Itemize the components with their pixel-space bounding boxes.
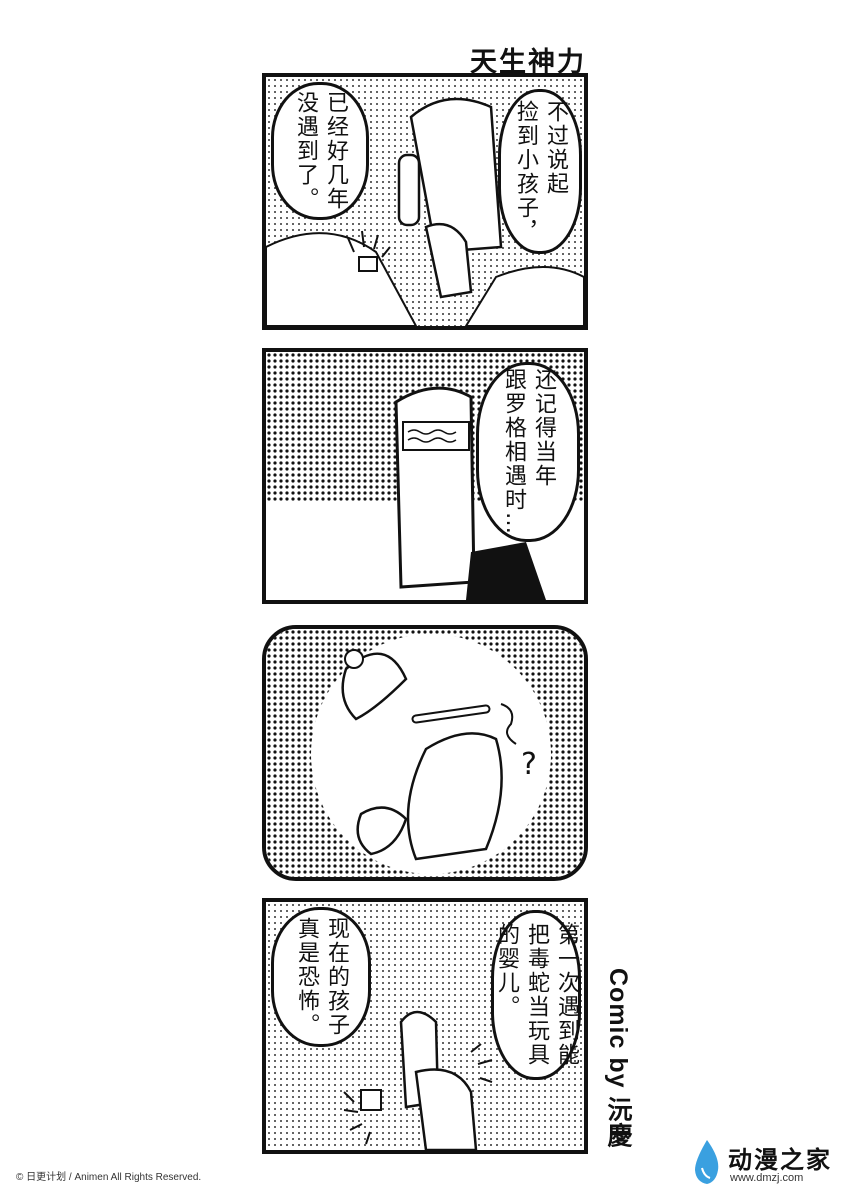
panel-1: 不过说起 捡到小孩子， 已经好几年 没遇到了。 bbox=[262, 73, 588, 330]
panel-1-left-bubble: 已经好几年 没遇到了。 bbox=[271, 82, 369, 220]
panel-4-left-text: 现在的孩子 真是恐怖。 bbox=[294, 917, 349, 1037]
droplet-icon bbox=[695, 1140, 719, 1184]
panel-1-right-bubble: 不过说起 捡到小孩子， bbox=[498, 89, 582, 254]
panel-1-right-text: 不过说起 捡到小孩子， bbox=[513, 99, 568, 244]
panel-2-text: 还记得当年 跟罗格相遇时… bbox=[501, 368, 556, 536]
panel-2: 还记得当年 跟罗格相遇时… bbox=[262, 348, 588, 604]
page-title: 天生神力 bbox=[470, 47, 586, 78]
logo-url: www.dmzj.com bbox=[730, 1172, 804, 1184]
panel-4: 第一次遇到能 把毒蛇当玩具 的婴儿。 现在的孩子 真是恐怖。 bbox=[262, 898, 588, 1154]
question-mark: ? bbox=[521, 747, 537, 782]
panel-3-art: ? bbox=[266, 629, 584, 877]
panel-4-right-text: 第一次遇到能 把毒蛇当玩具 的婴儿。 bbox=[494, 923, 579, 1067]
panel-4-left-bubble: 现在的孩子 真是恐怖。 bbox=[271, 907, 371, 1047]
panel-1-left-text: 已经好几年 没遇到了。 bbox=[293, 91, 348, 211]
artist-credit: Comic by 沅慶 bbox=[604, 968, 632, 1149]
site-logo[interactable]: 动漫之家 www.dmzj.com bbox=[690, 1138, 840, 1188]
panel-2-bubble: 还记得当年 跟罗格相遇时… bbox=[476, 362, 580, 542]
panel-3: ? bbox=[262, 625, 588, 881]
logo-name: 动漫之家 bbox=[728, 1146, 832, 1174]
copyright-notice: © 日更计划 / Animen All Rights Reserved. bbox=[16, 1172, 202, 1183]
panel-4-right-bubble: 第一次遇到能 把毒蛇当玩具 的婴儿。 bbox=[491, 910, 581, 1080]
